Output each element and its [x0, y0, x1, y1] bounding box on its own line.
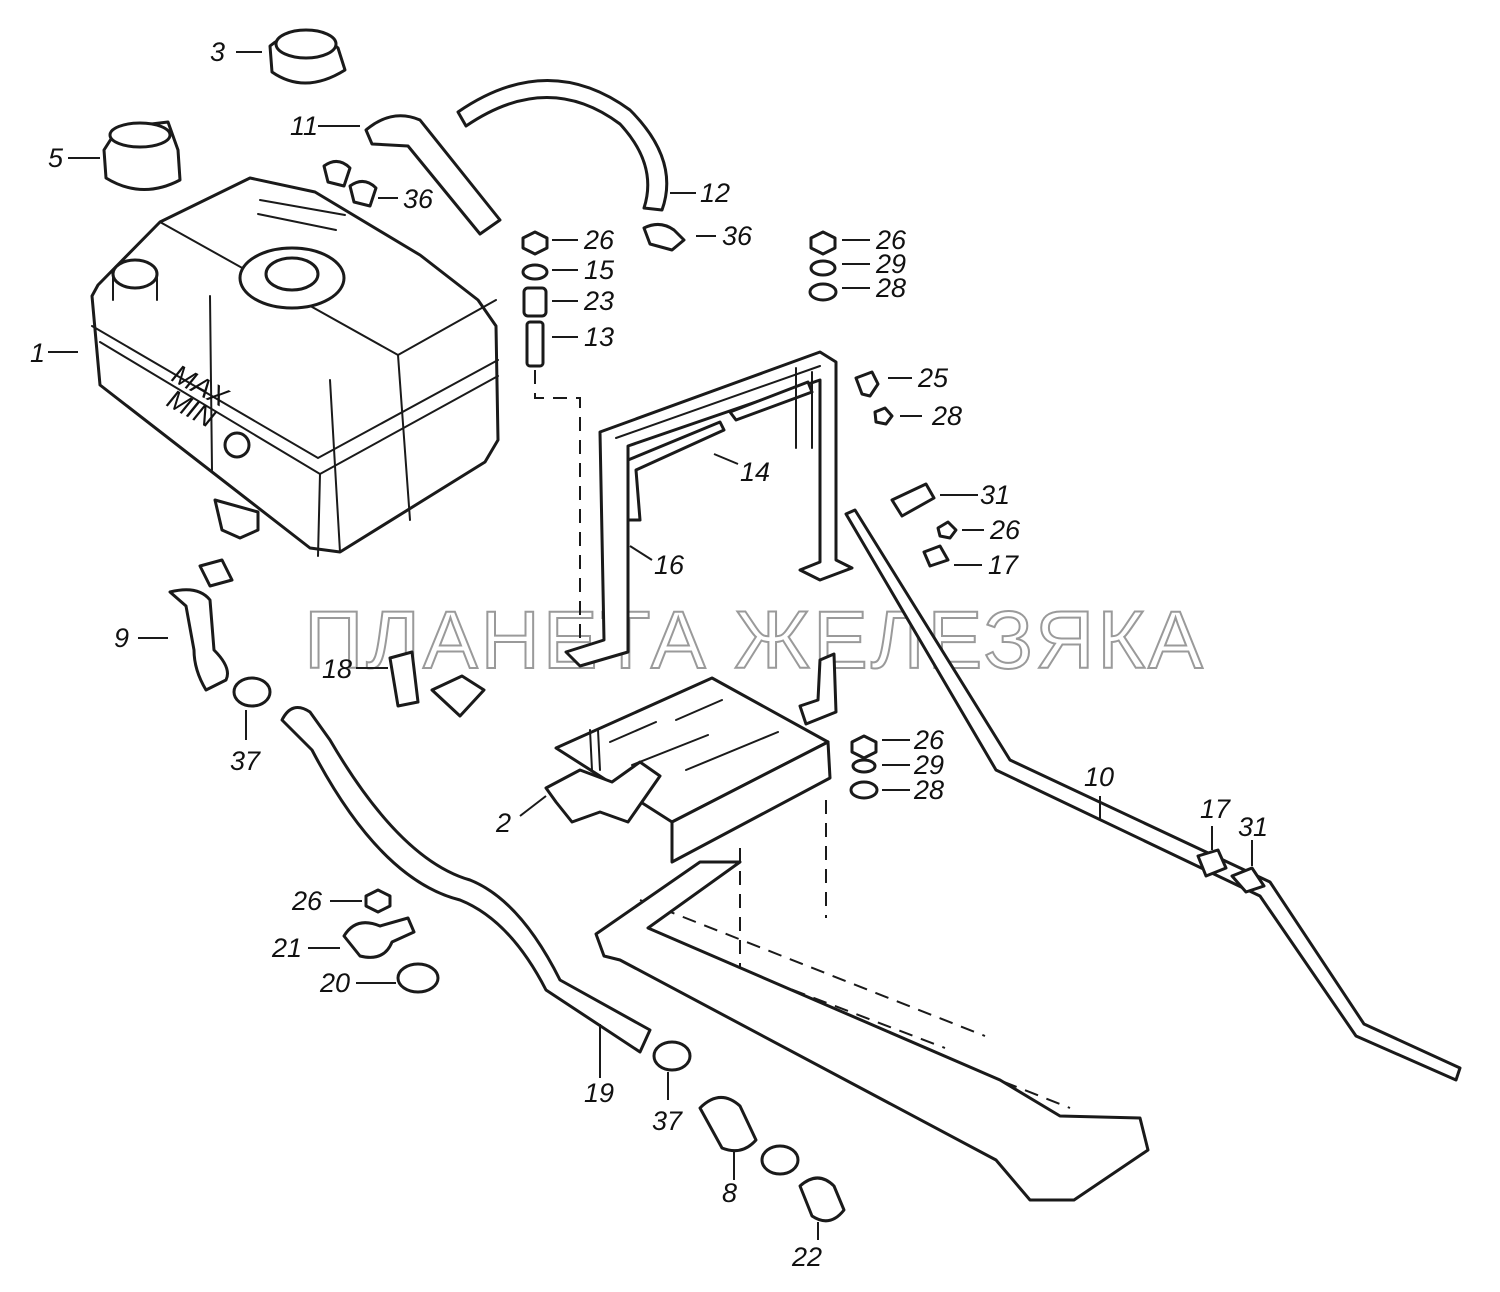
callout-18: 18 [322, 654, 352, 684]
callout-16: 16 [654, 550, 685, 580]
nut-28-a [873, 406, 894, 426]
bushing-17-b [1196, 848, 1228, 878]
callout-10: 10 [1084, 762, 1114, 792]
hose-11 [364, 114, 502, 236]
hardware-stack-left [521, 230, 549, 368]
tank-cap-5 [102, 120, 182, 191]
callout-5: 5 [48, 143, 64, 173]
callout-36-b: 36 [722, 221, 753, 251]
callout-13: 13 [584, 322, 614, 352]
sleeve-20 [396, 962, 440, 994]
callout-31-b: 31 [1238, 812, 1268, 842]
callout-26-b: 26 [875, 225, 907, 255]
callout-14: 14 [740, 457, 770, 487]
mounting-plate-2 [544, 652, 838, 864]
hardware-stack-right [808, 230, 838, 302]
callout-17-b: 17 [1200, 794, 1231, 824]
hardware-stack-lower [849, 734, 879, 800]
callout-17-a: 17 [988, 550, 1019, 580]
callout-15: 15 [584, 255, 615, 285]
tube-10 [844, 508, 1462, 1082]
callout-37-a: 37 [230, 746, 261, 776]
callout-23: 23 [583, 286, 614, 316]
assembly-line-frame-d [639, 899, 986, 1037]
clip-36-c [642, 223, 686, 252]
callout-11: 11 [290, 111, 318, 141]
frame-member [594, 860, 1150, 1202]
clamp-37-b [652, 1040, 692, 1072]
bolt-25 [854, 370, 880, 398]
bushing-17-a [922, 544, 950, 568]
fitting-22 [798, 1176, 846, 1223]
callout-26-e: 26 [291, 886, 323, 916]
callout-19: 19 [584, 1078, 614, 1108]
callout-28-a: 28 [875, 273, 906, 303]
callout-12: 12 [700, 178, 730, 208]
callout-20: 20 [319, 968, 350, 998]
callout-1: 1 [30, 338, 45, 368]
callout-2: 2 [495, 808, 511, 838]
hose-19 [280, 706, 652, 1054]
clip-36-a [322, 160, 352, 188]
callout-8: 8 [722, 1178, 737, 1208]
callout-29-a: 29 [875, 249, 906, 279]
tank-cap-3 [268, 28, 347, 85]
bracket-16 [564, 350, 854, 668]
callout-37-b: 37 [652, 1106, 683, 1136]
clamp-extra [760, 1144, 800, 1176]
callout-29-b: 29 [913, 750, 944, 780]
hose-9 [168, 588, 229, 692]
callout-31-a: 31 [980, 480, 1010, 510]
clip-31-a [890, 482, 936, 518]
hose-9-clip [198, 558, 234, 588]
callout-25: 25 [917, 363, 949, 393]
clip-36-b [348, 180, 378, 208]
callout-21: 21 [271, 933, 302, 963]
callout-3: 3 [210, 37, 225, 67]
callout-9: 9 [114, 623, 129, 653]
expansion-tank: MAX MIN [90, 176, 500, 557]
callout-28-c: 28 [913, 775, 944, 805]
hose-12 [456, 79, 669, 212]
callout-26-d: 26 [913, 725, 945, 755]
assembly-line-13 [534, 370, 581, 640]
clamp-37-a [232, 676, 272, 708]
callout-28-b: 28 [931, 401, 962, 431]
sleeve-8 [698, 1096, 758, 1153]
nut-26-e [364, 888, 392, 914]
callout-22: 22 [791, 1242, 822, 1272]
clamp-21 [342, 916, 416, 959]
leader-lines [48, 51, 1253, 1240]
plates-18 [388, 650, 486, 718]
nut-26-c [936, 520, 958, 540]
callout-26-c: 26 [989, 515, 1021, 545]
watermark-text: ПЛАНЕТА ЖЕЛЕЗЯКА [304, 595, 1206, 686]
callout-36-a: 36 [403, 184, 434, 214]
callout-26-a: 26 [583, 225, 615, 255]
callouts: 3 5 11 36 12 36 26 15 23 13 26 29 28 25 … [30, 37, 1268, 1272]
clip-31-b [1230, 866, 1266, 894]
